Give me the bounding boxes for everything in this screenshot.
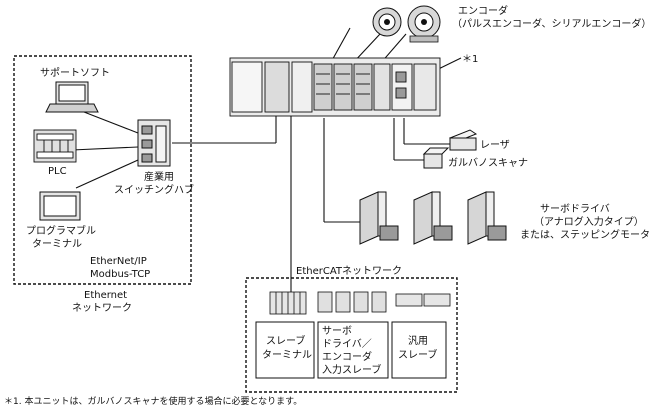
servo-encoder-label-2: ドライバ／ [322, 338, 372, 350]
note-marker: ＊1 [462, 54, 478, 65]
slave-terminal-box [255, 321, 315, 379]
encoder-icon-1 [372, 7, 402, 37]
servo-driver-icon-1 [359, 191, 399, 245]
slave-terminal-label-2: ターミナル [262, 349, 312, 361]
ethernet-network-label-1: Ethernet [84, 290, 127, 301]
connection-lines [71, 27, 462, 292]
laptop-icon [45, 81, 99, 113]
servo-driver-icon-2 [413, 191, 453, 245]
servo-encoder-label-3: エンコーダ [322, 350, 372, 363]
servo-encoder-label-4: 入力スレーブ [322, 363, 381, 376]
encoder-icon-2 [407, 5, 441, 43]
switch-label-2: スイッチングハブ [114, 183, 194, 196]
modbus-tcp-label: Modbus-TCP [90, 269, 150, 280]
plc-label: PLC [48, 166, 67, 177]
galvano-scanner-icon [422, 147, 450, 169]
ethercat-boundary [245, 277, 458, 393]
terminal-label-2: ターミナル [32, 238, 82, 250]
general-slave-label-2: スレーブ [398, 348, 437, 361]
ethernet-network-label-2: ネットワーク [72, 302, 132, 314]
controller-rack-icon [229, 57, 441, 117]
terminal-label-1: プログラマブル [26, 224, 96, 237]
laser-icon [448, 129, 478, 151]
general-slave-label-1: 汎用 [408, 334, 428, 347]
ethernet-boundary [13, 55, 192, 285]
support-software-label: サポートソフト [40, 67, 110, 79]
servo-driver-icon-3 [467, 191, 507, 245]
plc-icon [33, 129, 77, 163]
general-slave-box [391, 321, 447, 379]
switch-label-1: 産業用 [144, 170, 174, 183]
footnote: ＊1. 本ユニットは、ガルバノスキャナを使用する場合に必要となります。 [4, 395, 302, 407]
switching-hub-icon [137, 119, 171, 167]
slave-terminal-device-icon [269, 291, 307, 315]
servo-encoder-slave-box [317, 321, 389, 379]
encoder-sub-label: （パルスエンコーダ、シリアルエンコーダ） [452, 17, 651, 30]
servo-encoder-label-1: サーボ [322, 325, 352, 337]
ethernet-ip-label: EtherNet/IP [90, 256, 147, 267]
galvano-scanner-label: ガルバノスキャナ [448, 157, 528, 169]
servo-driver-label-1: サーボドライバ [540, 203, 610, 215]
servo-slave-device-icon [317, 291, 387, 313]
servo-driver-label-2: （アナログ入力タイプ） [534, 215, 644, 228]
laser-label: レーザ [480, 139, 510, 151]
servo-driver-label-3: または、ステッピングモータ [520, 228, 650, 241]
slave-terminal-label-1: スレーブ [266, 334, 305, 347]
ethercat-network-label: EtherCATネットワーク [296, 265, 402, 277]
general-slave-device-icon [395, 293, 451, 307]
encoder-label: エンコーダ [458, 4, 508, 17]
programmable-terminal-icon [39, 191, 81, 221]
